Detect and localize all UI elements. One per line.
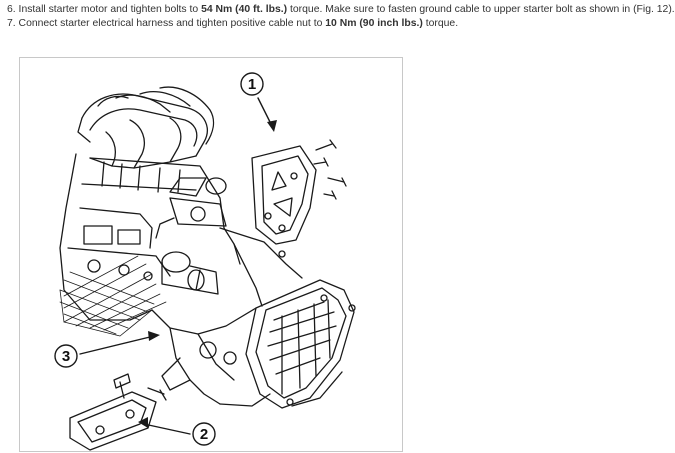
intake-manifold-drawing (77, 86, 227, 197)
callout-3-circle (54, 344, 78, 368)
callout-3-label: 3 (62, 348, 70, 365)
step-6: 6. Install starter motor and tighten bol… (7, 3, 675, 16)
step-6-text-b: torque. Make sure to fasten ground cable… (287, 4, 675, 15)
callout-1-circle (240, 72, 264, 96)
transaxle-pan-drawing (245, 279, 356, 409)
callout-2-circle (192, 422, 216, 446)
oil-pan-mesh-drawing (59, 255, 167, 337)
instruction-steps: 6. Install starter motor and tighten bol… (7, 3, 675, 31)
callout-2-label: 2 (200, 426, 208, 443)
step-7: 7. Connect starter electrical harness an… (7, 17, 647, 30)
lower-bracket-drawing (69, 373, 167, 451)
figure-frame: 1 3 2 (19, 57, 403, 452)
leader-arrowheads (138, 120, 277, 428)
document-page: 6. Install starter motor and tighten bol… (7, 3, 675, 452)
transaxle-drawing (151, 227, 303, 407)
leader-lines (79, 97, 273, 435)
step-6-number: 6. (7, 4, 16, 15)
step-6-text-a: Install starter motor and tighten bolts … (15, 4, 202, 15)
callout-3: 3 (54, 344, 78, 368)
step-7-text-a: Connect starter electrical harness and t… (15, 18, 326, 29)
starter-motor-illustration: 1 3 2 (54, 72, 356, 451)
callout-2: 2 (192, 422, 216, 446)
step-7-text-b: torque. (422, 18, 459, 29)
heat-shield-bracket-drawing (251, 145, 317, 245)
step-7-torque: 10 Nm (90 inch lbs.) (325, 18, 423, 29)
step-6-torque: 54 Nm (40 ft. lbs.) (201, 4, 288, 15)
starter-motor-drawing (161, 251, 219, 295)
callout-1: 1 (240, 72, 264, 96)
step-7-number: 7. (7, 18, 16, 29)
bolts-upper-drawing (278, 139, 347, 258)
callout-1-label: 1 (248, 76, 256, 93)
